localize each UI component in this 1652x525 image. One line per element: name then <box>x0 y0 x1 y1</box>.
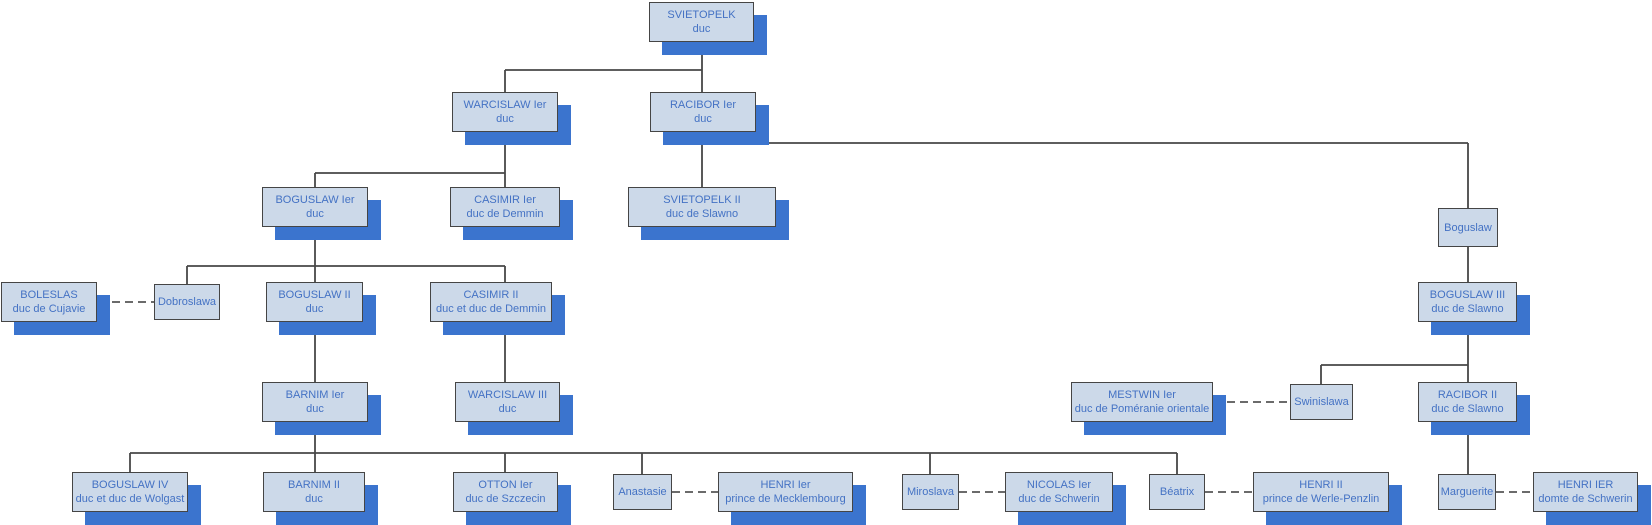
node-sublabel: prince de Werle-Penzlin <box>1262 493 1380 505</box>
node-label: Boguslaw <box>1444 221 1492 234</box>
node-label: HENRI II <box>1299 479 1343 491</box>
node-label: BOLESLAS <box>20 289 78 301</box>
node-sublabel: duc <box>496 113 514 125</box>
node-label: MESTWIN Ier <box>1108 389 1176 401</box>
node-label: WARCISLAW III <box>467 389 548 401</box>
tree-node-henri-2[interactable]: HENRI II prince de Werle-Penzlin <box>1253 472 1389 512</box>
tree-node-barnim-2[interactable]: BARNIM II duc <box>263 472 365 512</box>
node-sublabel: duc <box>305 493 323 505</box>
node-label: HENRI IER <box>1557 479 1614 491</box>
node-label: HENRI Ier <box>760 479 811 491</box>
node-label: CASIMIR Ier <box>474 194 536 206</box>
node-label: Marguerite <box>1440 486 1494 498</box>
node-sublabel: duc <box>306 403 324 415</box>
tree-node-svietopelk[interactable]: SVIETOPELK duc <box>649 2 754 42</box>
tree-node-racibor-1[interactable]: RACIBOR Ier duc <box>650 92 756 132</box>
node-sublabel: duc de Slawno <box>1431 403 1504 415</box>
tree-node-beatrix[interactable]: Béatrix <box>1149 474 1205 510</box>
tree-node-boguslaw-3[interactable]: BOGUSLAW III duc de Slawno <box>1418 282 1517 322</box>
tree-node-marguerite[interactable]: Marguerite <box>1438 474 1496 510</box>
node-sublabel: duc et duc de Wolgast <box>75 493 185 505</box>
node-sublabel: duc et duc de Demmin <box>435 303 547 315</box>
node-sublabel: duc <box>694 113 712 125</box>
node-sublabel: prince de Mecklembourg <box>725 493 846 505</box>
node-sublabel: duc de Poméranie orientale <box>1074 403 1210 415</box>
node-label: SVIETOPELK <box>667 9 736 21</box>
tree-node-barnim-1[interactable]: BARNIM Ier duc <box>262 382 368 422</box>
node-sublabel: duc de Cujavie <box>12 303 86 315</box>
tree-node-mestwin-1[interactable]: MESTWIN Ier duc de Poméranie orientale <box>1071 382 1213 422</box>
node-label: Miroslava <box>906 486 955 498</box>
node-label: BOGUSLAW III <box>1429 289 1506 301</box>
node-label: Dobroslawa <box>157 296 217 308</box>
tree-node-anastasie[interactable]: Anastasie <box>613 474 672 510</box>
node-label: Swinislawa <box>1294 396 1349 408</box>
node-sublabel: domte de Schwerin <box>1538 493 1633 505</box>
tree-node-boguslaw-1[interactable]: BOGUSLAW Ier duc <box>262 187 368 227</box>
tree-node-boguslaw-4[interactable]: BOGUSLAW IV duc et duc de Wolgast <box>72 472 188 512</box>
node-label: WARCISLAW Ier <box>463 99 547 111</box>
node-sublabel: duc de Slawno <box>1431 303 1504 315</box>
tree-node-svietopelk-2[interactable]: SVIETOPELK II duc de Slawno <box>628 187 776 227</box>
tree-node-miroslava[interactable]: Miroslava <box>902 474 959 510</box>
node-label: RACIBOR Ier <box>669 99 736 111</box>
tree-node-boguslaw-sm[interactable]: Boguslaw <box>1438 208 1498 247</box>
node-sublabel: duc <box>306 208 324 220</box>
tree-node-otton-1[interactable]: OTTON Ier duc de Szczecin <box>453 472 558 512</box>
tree-node-boguslaw-2[interactable]: BOGUSLAW II duc <box>266 282 363 322</box>
node-label: Anastasie <box>618 486 667 498</box>
tree-node-boleslas[interactable]: BOLESLAS duc de Cujavie <box>1 282 97 322</box>
tree-node-henri-1er[interactable]: HENRI IER domte de Schwerin <box>1533 472 1638 512</box>
node-sublabel: duc <box>692 23 711 35</box>
tree-node-dobroslawa[interactable]: Dobroslawa <box>154 284 220 320</box>
node-label: BOGUSLAW Ier <box>275 194 355 206</box>
node-label: BOGUSLAW IV <box>91 479 169 491</box>
node-sublabel: duc <box>498 403 517 415</box>
node-sublabel: duc de Szczecin <box>465 493 546 505</box>
tree-node-nicolas-1[interactable]: NICOLAS Ier duc de Schwerin <box>1005 472 1113 512</box>
node-sublabel: duc <box>305 303 324 315</box>
tree-node-warcislaw-1[interactable]: WARCISLAW Ier duc <box>452 92 558 132</box>
node-label: BARNIM Ier <box>285 389 345 401</box>
node-label: BOGUSLAW II <box>278 289 351 301</box>
tree-node-henri-1[interactable]: HENRI Ier prince de Mecklembourg <box>718 472 853 512</box>
tree-node-swinislawa[interactable]: Swinislawa <box>1290 384 1353 420</box>
node-label: SVIETOPELK II <box>663 194 741 206</box>
node-sublabel: duc de Schwerin <box>1018 493 1100 505</box>
tree-node-casimir-2[interactable]: CASIMIR II duc et duc de Demmin <box>430 282 552 322</box>
node-sublabel: duc de Demmin <box>466 208 544 220</box>
node-label: OTTON Ier <box>478 479 533 491</box>
tree-node-racibor-2[interactable]: RACIBOR II duc de Slawno <box>1418 382 1517 422</box>
tree-node-warcislaw-3[interactable]: WARCISLAW III duc <box>455 382 560 422</box>
node-label: NICOLAS Ier <box>1026 479 1092 491</box>
node-label: CASIMIR II <box>463 289 519 301</box>
node-label: BARNIM II <box>288 479 340 491</box>
node-label: RACIBOR II <box>1437 389 1498 401</box>
tree-node-casimir-1[interactable]: CASIMIR Ier duc de Demmin <box>450 187 560 227</box>
node-sublabel: duc de Slawno <box>665 208 739 220</box>
node-label: Béatrix <box>1159 486 1195 498</box>
